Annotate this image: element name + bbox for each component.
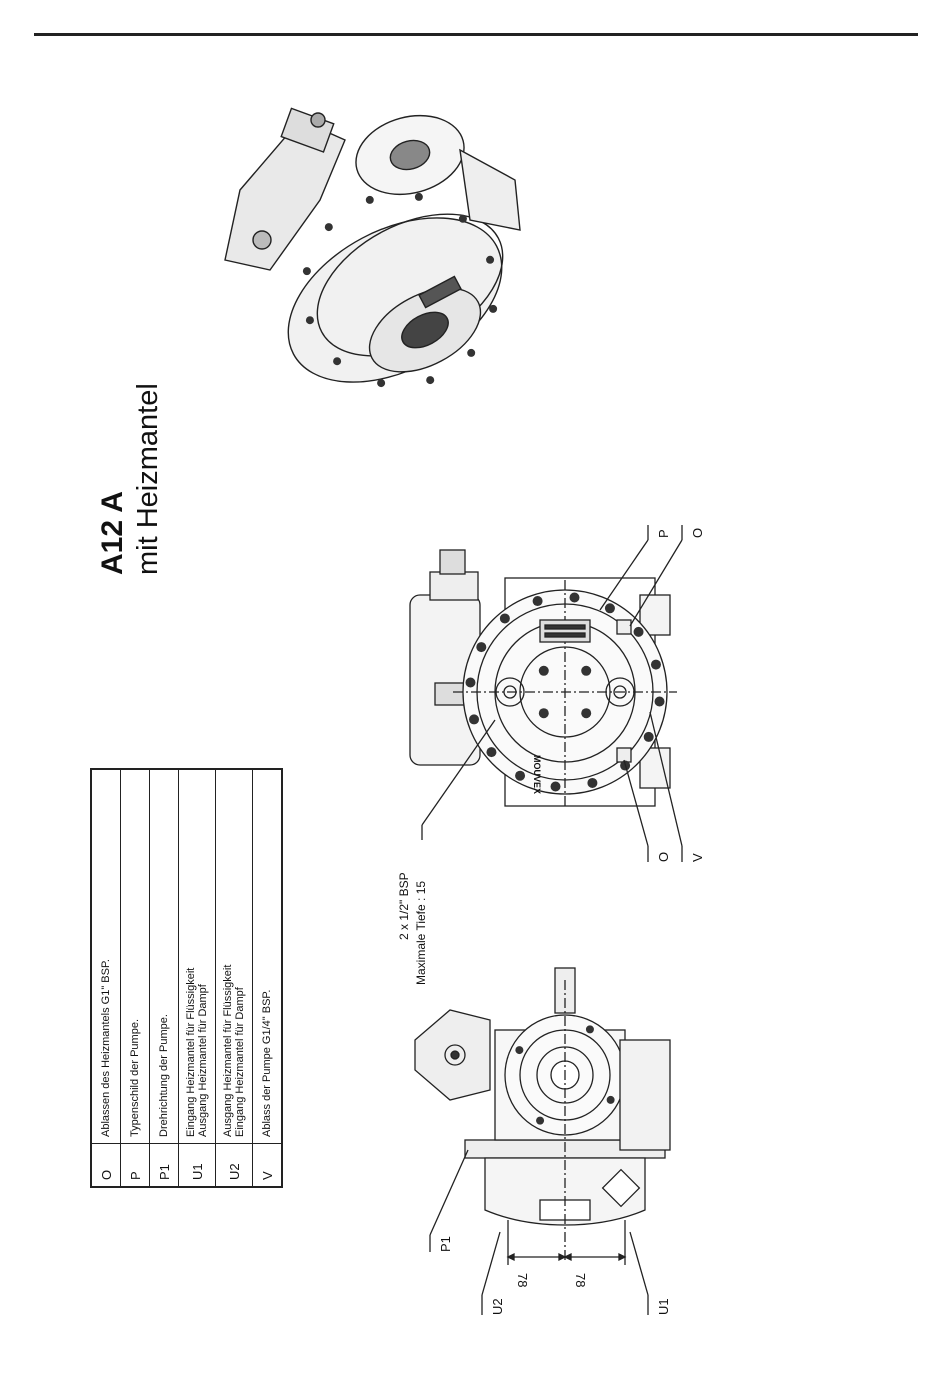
callout-o-bottom: O (656, 851, 671, 862)
bolt (333, 357, 342, 366)
bolt (324, 223, 333, 232)
bsp-label: 2 x 1/2" BSP (397, 872, 411, 940)
bolt (365, 195, 374, 204)
bolt (532, 596, 543, 607)
front-view (409, 525, 683, 862)
bolt (633, 626, 644, 637)
dimension-left: 78 (515, 1273, 530, 1288)
callout-u1: U1 (656, 1298, 671, 1315)
bolt (414, 192, 423, 201)
bolt (458, 214, 467, 223)
bolt (426, 376, 435, 385)
bolt (476, 642, 487, 653)
bolt (643, 731, 654, 742)
bolt (305, 316, 314, 325)
bolt (489, 304, 498, 313)
bolt (515, 770, 526, 781)
bolt (515, 1046, 524, 1055)
callout-v: V (690, 853, 705, 862)
bolt (650, 659, 661, 670)
callout-o-top: O (690, 527, 705, 538)
bolt (587, 777, 598, 788)
bolt (581, 708, 592, 719)
bolt (585, 1025, 594, 1034)
max-depth-label: Maximale Tiefe : 15 (414, 880, 428, 985)
brand-label: MOUVEX (532, 755, 542, 795)
bolt (604, 603, 615, 614)
callout-p1: P1 (438, 1236, 453, 1252)
bolt (469, 714, 480, 725)
bolt (536, 1116, 545, 1125)
bolt (654, 696, 665, 707)
bolt (465, 677, 476, 688)
bolt (550, 781, 561, 792)
callout-u2: U2 (490, 1298, 505, 1315)
bolt (499, 613, 510, 624)
header-rule (34, 33, 918, 36)
bolt (569, 592, 580, 603)
callout-p: P (656, 529, 671, 538)
bolt (538, 665, 549, 676)
bolt (486, 255, 495, 264)
bolt (486, 747, 497, 758)
isometric-pump-view (224, 107, 521, 388)
bolt (467, 348, 476, 357)
bolt (302, 267, 311, 276)
dimension-right: 78 (573, 1273, 588, 1288)
bolt (377, 379, 386, 388)
bolt (581, 665, 592, 676)
bolt (538, 708, 549, 719)
bolt (606, 1095, 615, 1104)
side-view (414, 967, 671, 1315)
